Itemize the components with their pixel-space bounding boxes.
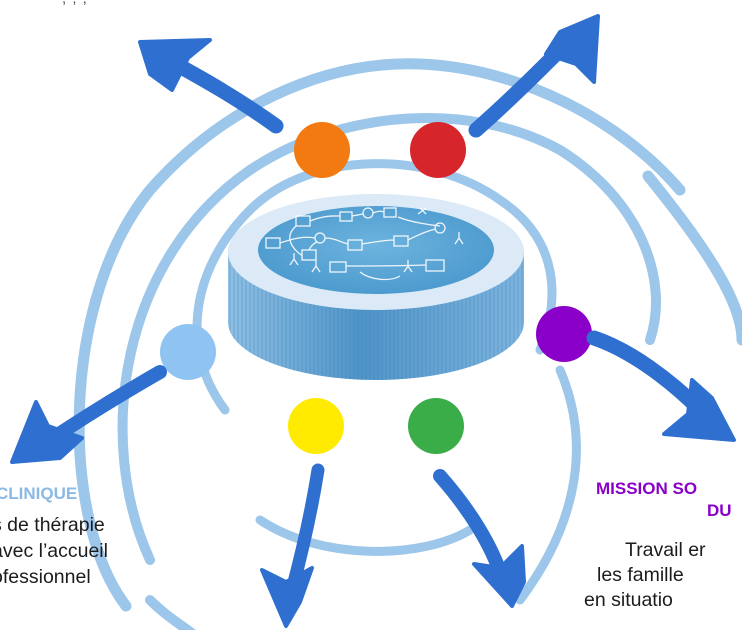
clinique-line-1: s de thérapie xyxy=(0,514,105,536)
inner-ring-lower xyxy=(515,365,581,605)
arrow-right xyxy=(586,330,736,442)
arrow-left xyxy=(10,365,167,464)
mission-description: Travail er les famille en situatio xyxy=(584,538,706,613)
outer-ring-right xyxy=(642,170,742,346)
dot-yellow xyxy=(288,398,344,454)
mission-title: MISSION SO DU xyxy=(596,478,732,522)
arrow-group xyxy=(10,14,736,628)
mission-title-line-1: MISSION SO xyxy=(596,479,698,498)
disc-top-inner xyxy=(258,206,494,294)
inner-ring xyxy=(192,159,557,415)
top-text-fragment: , ; , xyxy=(62,0,88,7)
dot-lightblue xyxy=(160,324,216,380)
clinique-line-3: ofessionnel xyxy=(0,566,91,588)
clinique-line-2: avec l’accueil xyxy=(0,540,108,562)
mission-line-2: les famille xyxy=(597,564,684,586)
arrow-top-right xyxy=(468,14,600,138)
arrow-bottom-right xyxy=(433,469,526,608)
dot-green xyxy=(408,398,464,454)
clinique-description: s de thérapie avec l’accueil ofessionnel xyxy=(0,512,108,590)
mission-title-line-2: DU xyxy=(707,501,732,520)
arrow-bottom-left xyxy=(260,463,325,628)
dot-orange xyxy=(294,122,350,178)
mission-line-1: Travail er xyxy=(625,539,706,561)
clinique-title: CLINIQUE xyxy=(0,484,78,503)
central-disc xyxy=(228,194,524,380)
bottom-arc xyxy=(145,595,196,630)
arrow-top-left xyxy=(138,38,284,134)
inner-ring-bottom xyxy=(255,515,475,556)
mission-line-3: en situatio xyxy=(584,589,673,611)
network-sketch xyxy=(265,207,464,281)
dot-purple xyxy=(536,306,592,362)
dot-red xyxy=(410,122,466,178)
middle-ring xyxy=(117,113,661,565)
